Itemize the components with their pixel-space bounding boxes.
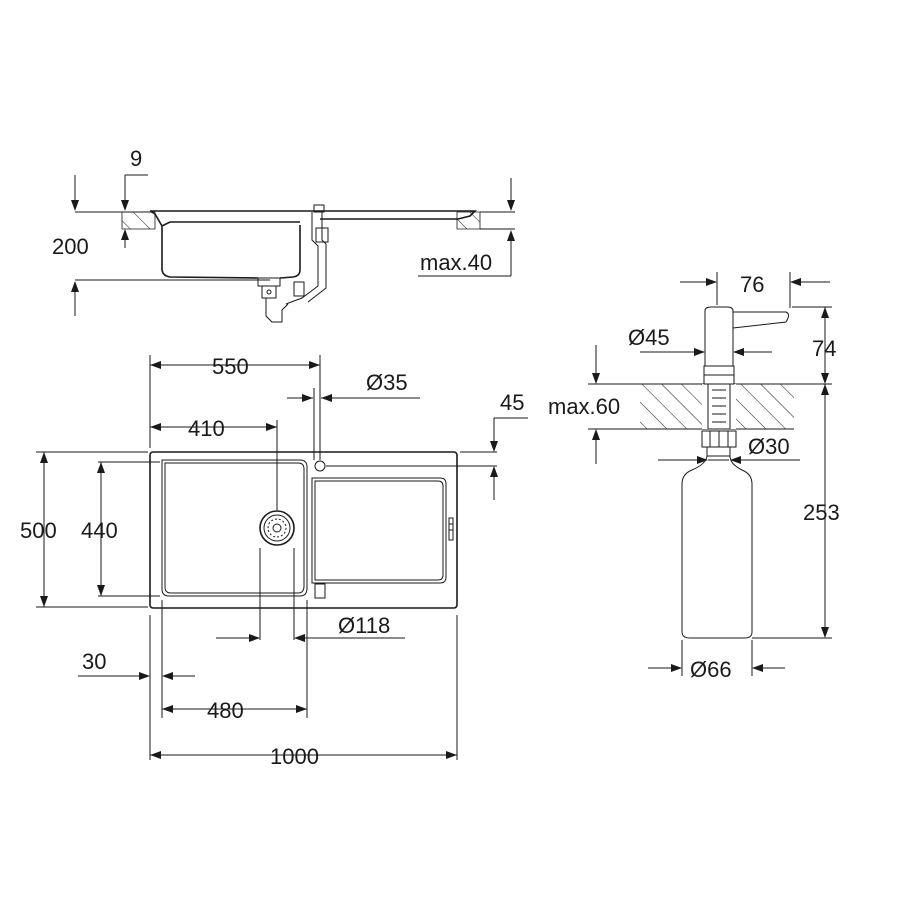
sink-profile — [149, 210, 477, 279]
worktop-section-right — [456, 211, 481, 230]
dim-head-dia: Ø45 — [628, 325, 670, 350]
dim-tap-hole: Ø35 — [366, 370, 408, 395]
soap-dispenser: 76 Ø45 74 max.60 Ø30 253 — [548, 272, 840, 682]
bowl-outline — [161, 459, 308, 597]
overflow-slot — [314, 583, 326, 599]
dim-width-550: 550 — [212, 354, 249, 379]
dim-max-worktop: max.40 — [420, 250, 492, 275]
trap-part — [293, 281, 305, 297]
bowl-inner — [164, 462, 305, 594]
dim-max-worktop-dispenser: max.60 — [548, 394, 620, 419]
sink-outline — [149, 451, 458, 609]
overflow-nut — [315, 227, 329, 243]
dim-width-480: 480 — [207, 698, 244, 723]
waste-inner — [267, 518, 287, 538]
dim-depth-500: 500 — [20, 518, 57, 543]
tap-hole — [314, 460, 326, 472]
dim-edge-30: 30 — [82, 649, 106, 674]
dim-hole-dia: Ø30 — [748, 434, 790, 459]
dim-bottle-dia: Ø66 — [690, 657, 732, 682]
waste-center — [272, 523, 282, 533]
dim-flange-thickness: 9 — [130, 146, 142, 171]
waste-mid — [263, 514, 291, 542]
worktop-section-left — [121, 211, 156, 230]
dispenser-head — [704, 306, 734, 367]
overflow-grille — [448, 517, 454, 541]
dim-depth-440: 440 — [81, 518, 118, 543]
dim-head-height: 74 — [812, 336, 836, 361]
waste-connector — [261, 285, 277, 299]
drainer-inner — [314, 480, 444, 581]
dispenser-bottle — [681, 447, 753, 639]
waste-outer — [259, 510, 295, 546]
dispenser-spout — [732, 311, 789, 329]
dim-bottle-height: 253 — [803, 500, 840, 525]
overflow-pipe — [285, 212, 327, 305]
dispenser-shank — [707, 383, 731, 430]
dim-offset-45: 45 — [500, 390, 524, 415]
drainer-outline — [311, 477, 447, 584]
overflow-fitting — [313, 204, 325, 213]
dim-depth: 200 — [52, 234, 89, 259]
dim-width-410: 410 — [188, 416, 225, 441]
waste-marker — [266, 289, 272, 295]
dim-waste: Ø118 — [338, 613, 390, 638]
waste-body — [257, 277, 281, 287]
dim-overall-width: 1000 — [270, 744, 319, 769]
dim-reach: 76 — [740, 272, 764, 297]
side-view: 9 200 max.40 — [52, 146, 515, 323]
trap-outlet — [265, 298, 289, 323]
top-view: 550 Ø35 45 410 500 440 Ø118 — [20, 354, 528, 769]
